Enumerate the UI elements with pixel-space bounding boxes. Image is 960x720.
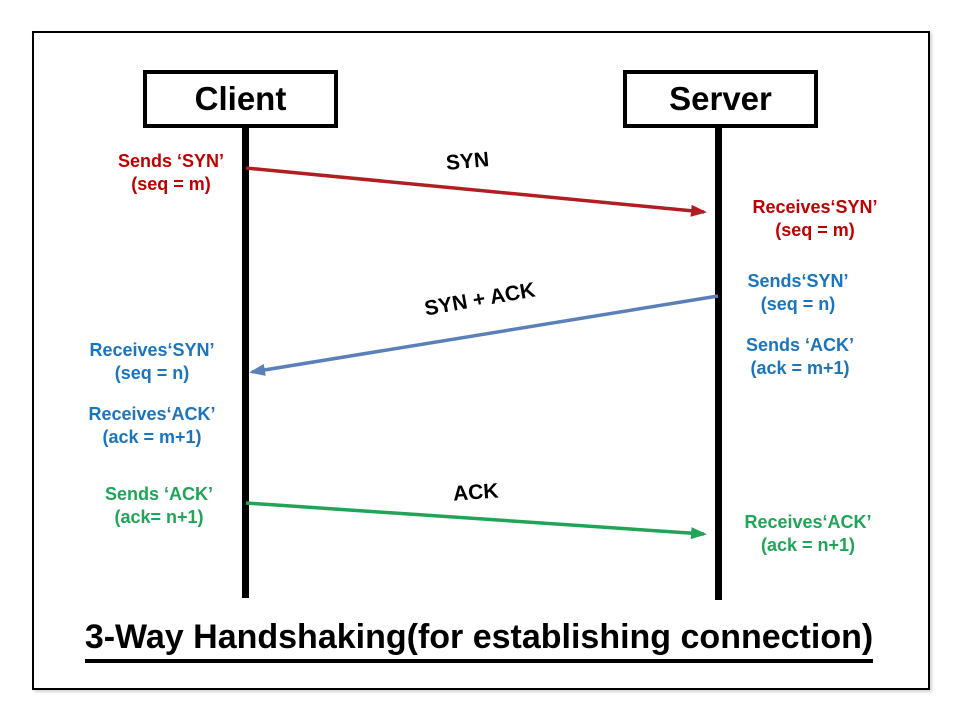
note-line: Sends‘SYN’ <box>747 271 849 291</box>
client-box: Client <box>143 70 338 128</box>
note-line: (ack = m+1) <box>102 427 202 447</box>
note-line: Receives‘SYN’ <box>752 197 878 217</box>
client-receives-ack-note: Receives‘ACK’ (ack = m+1) <box>67 403 237 449</box>
note-line: (ack = m+1) <box>750 358 850 378</box>
note-line: (ack= n+1) <box>114 507 204 527</box>
client-receives-syn-note: Receives‘SYN’ (seq = n) <box>67 339 237 385</box>
note-line: (seq = m) <box>131 174 211 194</box>
note-line: Receives‘SYN’ <box>89 340 215 360</box>
slide-border <box>32 31 930 690</box>
ack-arrow-label: ACK <box>452 479 500 506</box>
client-sends-ack-note: Sends ‘ACK’ (ack= n+1) <box>74 483 244 529</box>
server-sends-ack-note: Sends ‘ACK’ (ack = m+1) <box>715 334 885 380</box>
client-lifeline <box>242 126 249 598</box>
server-receives-syn-note: Receives‘SYN’ (seq = m) <box>730 196 900 242</box>
note-line: (seq = m) <box>775 220 855 240</box>
syn-arrow-label: SYN <box>445 148 491 175</box>
title-container: 3-Way Handshaking(for establishing conne… <box>32 618 926 663</box>
note-line: (seq = n) <box>760 294 836 314</box>
note-line: Sends ‘ACK’ <box>745 335 855 355</box>
note-line: Receives‘ACK’ <box>744 512 872 532</box>
server-sends-syn-note: Sends‘SYN’ (seq = n) <box>713 270 883 316</box>
server-receives-ack-note: Receives‘ACK’ (ack = n+1) <box>723 511 893 557</box>
note-line: Sends ‘ACK’ <box>104 484 214 504</box>
server-lifeline <box>715 126 722 600</box>
note-line: Sends ‘SYN’ <box>117 151 225 171</box>
note-line: Receives‘ACK’ <box>88 404 216 424</box>
diagram-title: 3-Way Handshaking(for establishing conne… <box>84 618 874 663</box>
note-line: (seq = n) <box>114 363 190 383</box>
client-label: Client <box>194 80 287 117</box>
server-label: Server <box>669 80 772 117</box>
client-sends-syn-note: Sends ‘SYN’ (seq = m) <box>90 150 252 196</box>
note-line: (ack = n+1) <box>760 535 856 555</box>
server-box: Server <box>623 70 818 128</box>
